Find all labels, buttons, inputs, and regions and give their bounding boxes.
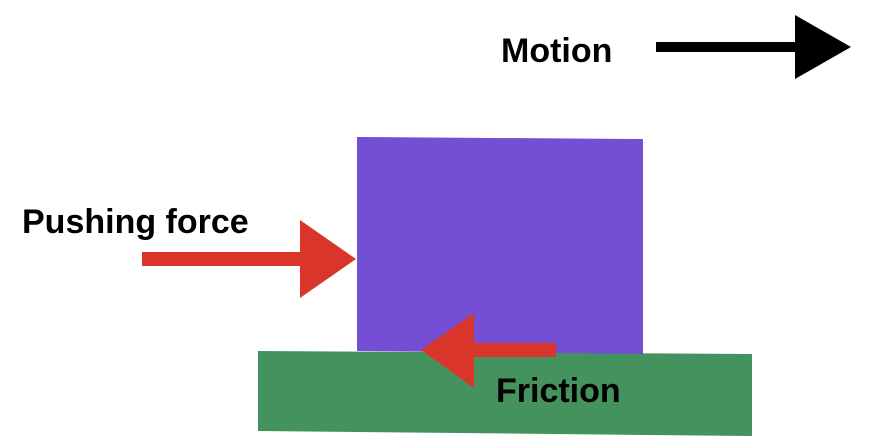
ground-surface <box>258 351 752 436</box>
friction-arrow <box>421 313 556 388</box>
pushing-force-arrow <box>142 220 356 298</box>
friction-arrow-head <box>421 313 474 388</box>
pushing-force-arrow-head <box>300 220 356 298</box>
motion-label: Motion <box>501 32 612 70</box>
friction-arrow-shaft <box>470 343 556 357</box>
friction-label: Friction <box>496 372 621 410</box>
pushing-force-arrow-shaft <box>142 252 304 266</box>
motion-arrow-head <box>795 15 851 79</box>
block <box>357 137 643 354</box>
motion-arrow <box>656 15 851 79</box>
pushing-force-label: Pushing force <box>22 203 249 241</box>
